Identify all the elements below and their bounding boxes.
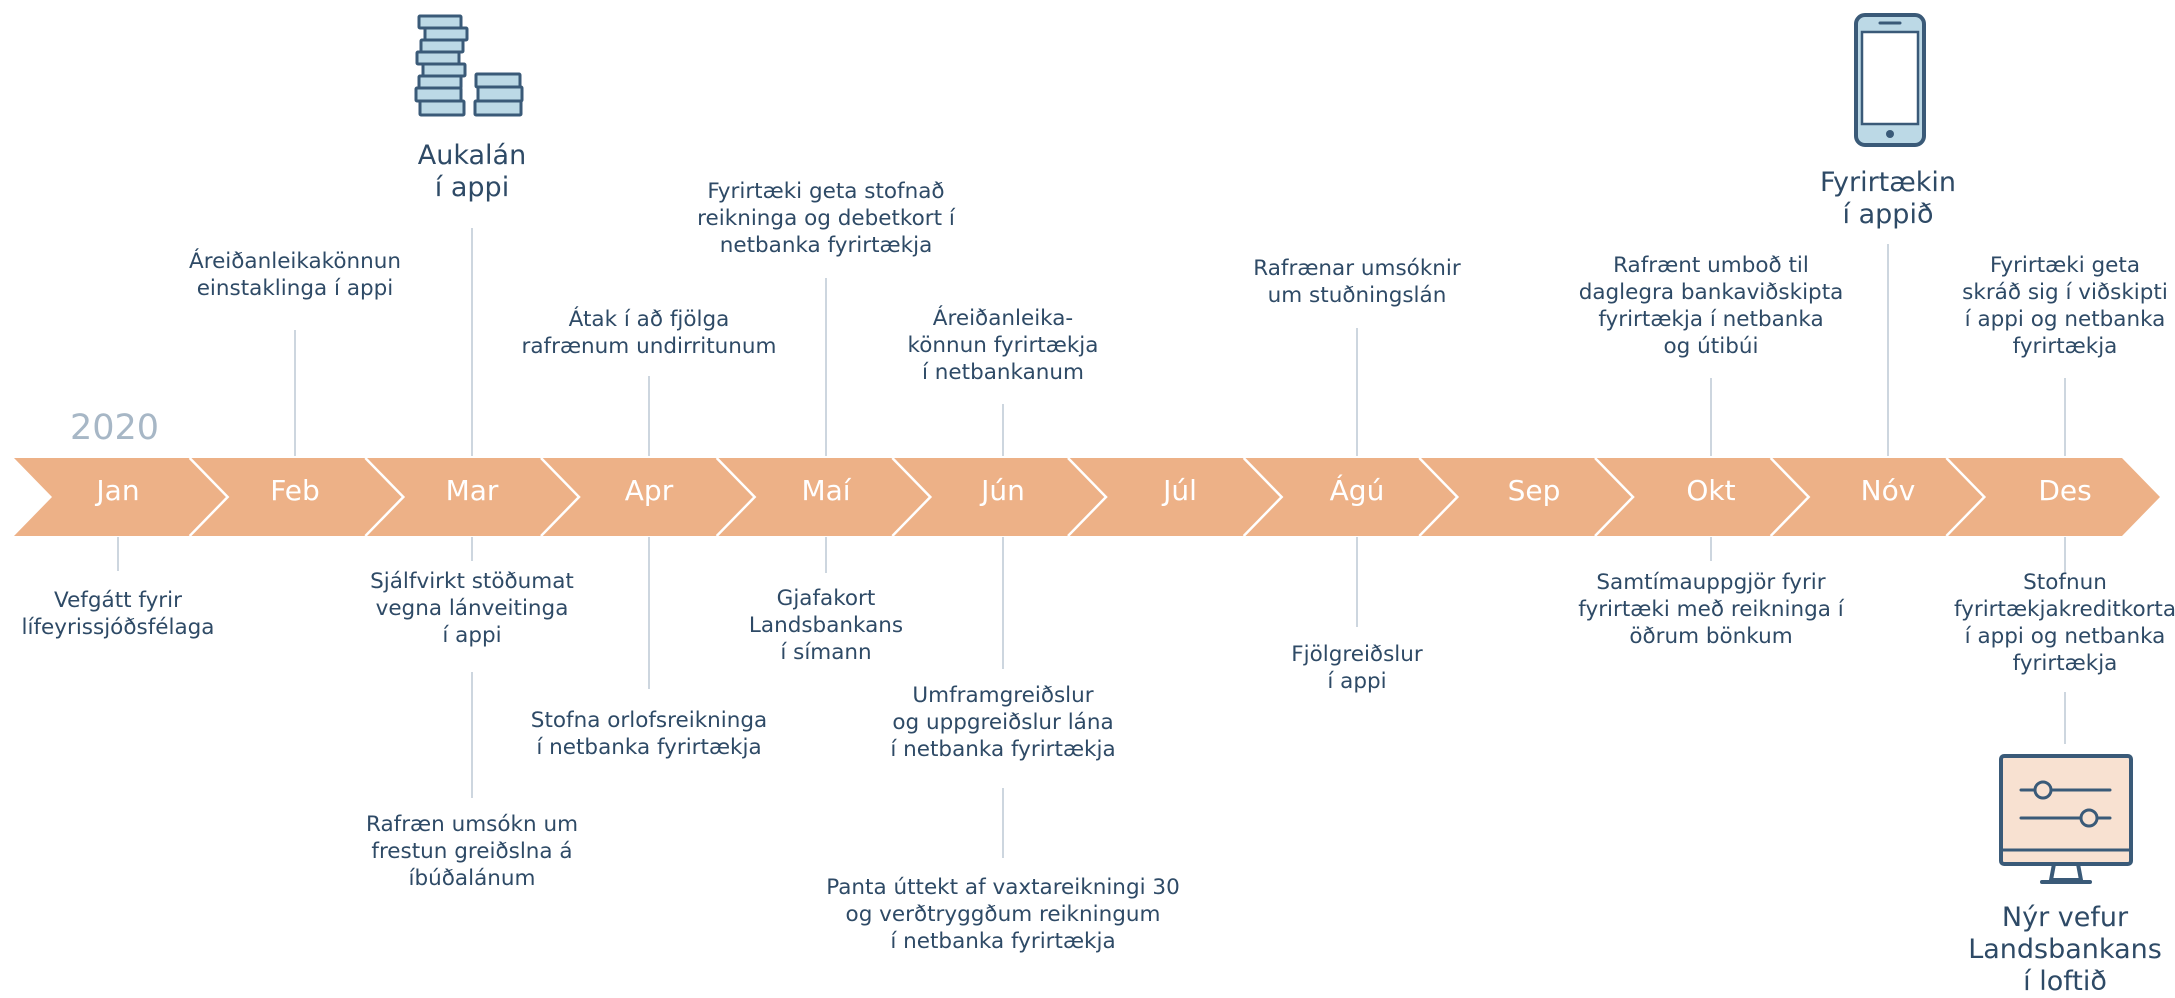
event-agu-below: Fjölgreiðslur í appi: [1291, 642, 1423, 694]
event-jun-below-1: Umframgreiðslur og uppgreiðslur lána í n…: [890, 683, 1116, 762]
event-jan-below: Vefgátt fyrir lífeyrissjóðsfélaga: [21, 588, 215, 640]
monitor-settings-icon: [1999, 754, 2133, 884]
event-mar-below-1: Sjálfvirkt stöðumat vegna lánveitinga í …: [370, 569, 574, 648]
timeline-segment-8: [1243, 458, 1458, 536]
timeline-separator-5: [891, 457, 933, 537]
event-jun-above: Áreiðanleika- könnun fyrirtækja í netban…: [907, 306, 1099, 385]
month-label-des: Des: [2038, 474, 2092, 507]
connector-mar-below-2: [471, 672, 473, 798]
event-mai-below: Gjafakort Landsbankans í símann: [748, 586, 904, 665]
timeline-segment-5: [716, 458, 931, 536]
timeline-segment-9: [1419, 458, 1633, 536]
month-label-jan: Jan: [96, 474, 140, 507]
timeline-segment-12: [1946, 458, 2160, 536]
month-label-agu: Ágú: [1329, 474, 1385, 507]
year-label: 2020: [70, 408, 160, 448]
timeline-segment-7: [1068, 458, 1282, 536]
connector-mar-above: [471, 228, 473, 456]
event-mar-below-2: Rafræn umsókn um frestun greiðslna á íbú…: [365, 812, 579, 891]
connector-agu-above: [1356, 328, 1358, 456]
month-label-feb: Feb: [270, 474, 320, 507]
timeline-separator-11: [1945, 457, 1987, 537]
month-label-mai: Maí: [801, 474, 851, 507]
connector-jun-above: [1002, 404, 1004, 456]
connector-agu-below: [1356, 537, 1358, 627]
event-okt-above: Rafrænt umboð til daglegra bankaviðskipt…: [1578, 253, 1844, 359]
connector-nov-above: [1887, 244, 1889, 456]
coin-stack-icon: [414, 14, 524, 117]
month-label-apr: Apr: [624, 474, 674, 507]
timeline-separator-2: [364, 457, 406, 537]
month-label-nov: Nóv: [1860, 474, 1916, 507]
timeline-separator-3: [540, 457, 581, 537]
event-des-above: Fyrirtæki geta skráð sig í viðskipti í a…: [1962, 253, 2168, 359]
highlight-fyrirtaekin-appid: Fyrirtækin í appið: [1819, 167, 1957, 230]
timeline-separator-8: [1418, 457, 1460, 537]
connector-des-below-2: [2064, 692, 2066, 744]
event-agu-above: Rafrænar umsóknir um stuðningslán: [1253, 256, 1461, 308]
event-apr-below: Stofna orlofsreikninga í netbanka fyrirt…: [530, 708, 768, 760]
timeline-separator-9: [1594, 457, 1635, 537]
timeline-segment-1: [14, 458, 228, 536]
highlight-aukalan: Aukalán í appi: [417, 140, 527, 203]
month-label-jul: Júl: [1163, 474, 1197, 507]
month-label-okt: Okt: [1686, 474, 1736, 507]
connector-des-above: [2064, 378, 2066, 456]
event-mai-above: Fyrirtæki geta stofnað reikninga og debe…: [697, 179, 955, 258]
event-jun-below-2: Panta úttekt af vaxtareikningi 30 og ver…: [826, 875, 1180, 954]
connector-apr-above: [648, 376, 650, 456]
connector-mar-below-1: [471, 537, 473, 561]
timeline-separator-7: [1242, 457, 1284, 537]
timeline-segment-4: [541, 458, 755, 536]
timeline-separator-4: [715, 457, 757, 537]
month-label-sep: Sep: [1507, 474, 1561, 507]
timeline-separator-6: [1067, 457, 1108, 537]
connector-feb-above: [294, 330, 296, 456]
event-feb-above: Áreiðanleikakönnun einstaklinga í appi: [189, 249, 401, 301]
timeline-segment-6: [892, 458, 1106, 536]
smartphone-icon: [1854, 13, 1926, 147]
timeline-separator-1: [188, 457, 230, 537]
connector-okt-above: [1710, 378, 1712, 456]
timeline-separator-10: [1769, 457, 1811, 537]
event-des-below: Stofnun fyrirtækjakreditkorta í appi og …: [1953, 570, 2175, 676]
connector-jan-below: [117, 537, 119, 571]
event-apr-above: Átak í að fjölga rafrænum undirritunum: [521, 307, 777, 359]
event-okt-below: Samtímauppgjör fyrir fyrirtæki með reikn…: [1578, 570, 1844, 649]
connector-mai-above: [825, 278, 827, 456]
connector-des-below-1: [2064, 537, 2066, 573]
timeline-segment-11: [1770, 458, 1985, 536]
timeline-segment-2: [189, 458, 404, 536]
highlight-nyr-vefur: Nýr vefur Landsbankans í loftið: [1968, 902, 2162, 997]
month-label-jun: Jún: [981, 474, 1025, 507]
connector-okt-below: [1710, 537, 1712, 561]
connector-apr-below: [648, 537, 650, 689]
connector-mai-below: [825, 537, 827, 573]
timeline-segment-10: [1595, 458, 1809, 536]
connector-jun-below-1: [1002, 537, 1004, 669]
connector-jun-below-2: [1002, 788, 1004, 858]
timeline-segment-3: [365, 458, 579, 536]
month-label-mar: Mar: [445, 474, 499, 507]
